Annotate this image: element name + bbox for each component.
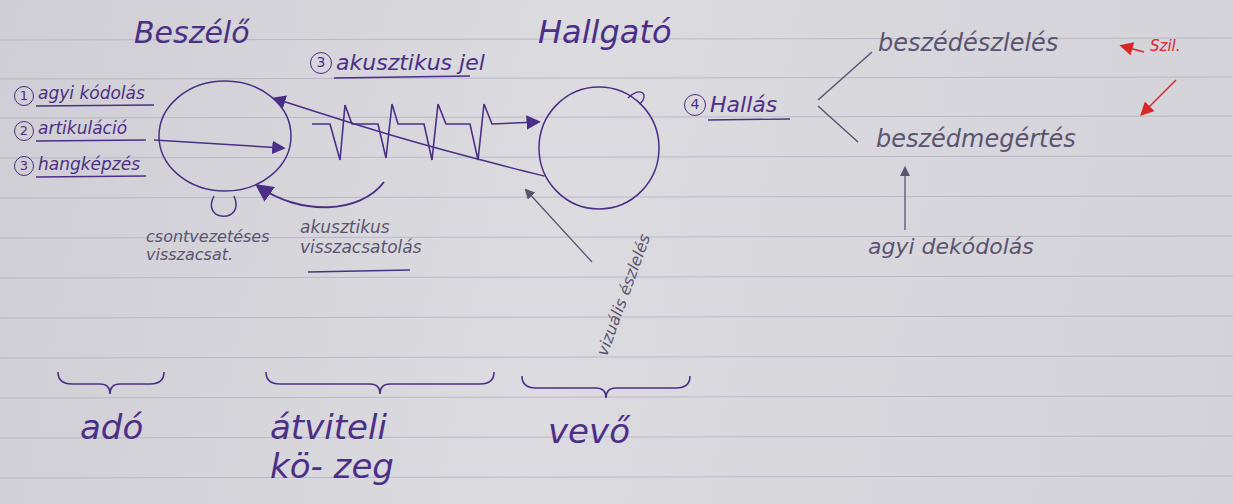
articulation-arrow [154,140,283,148]
underlines [36,76,790,272]
speaker-heading: Hallgató [538,14,672,51]
step-label: Hallás [710,92,777,117]
speaker-heading: Beszélő [134,16,250,51]
speaker-circle: Beszélő [158,80,292,192]
hearing-branches [818,52,872,142]
step-label: hangképzés [38,155,140,175]
listener-circle: Hallgató [538,86,660,210]
part-name: átviteli kö- zeg [270,408,450,486]
acoustic-signal-wave [312,104,538,160]
ruled-lines [0,38,1233,478]
red-arrow [1142,80,1176,114]
callout-number: 1 [14,86,34,106]
red-arrow [1122,46,1144,52]
feedback-label: csontvezetéses visszacsat. [146,228,296,265]
perception-label: vizuális észlelés [593,232,654,359]
process-label: beszédészlelés [878,30,1058,58]
signal-label: akusztikus jel [336,50,485,75]
acoustic-feedback-arrow [258,182,384,207]
visual-link-line [275,99,545,177]
decoding-arrow [904,168,905,230]
note: Szil. [1150,38,1181,55]
step-label: artikuláció [38,119,127,139]
callout-number: 3 [310,52,332,74]
feedback-label: akusztikus visszacsatolás [300,218,480,257]
callout-number: 4 [684,94,706,116]
callout-number: 3 [14,156,34,176]
bone-conduction-loop [211,196,236,216]
braces [58,372,690,398]
step-label: agyi kódolás [38,84,145,104]
part-name: vevő [548,412,630,451]
visual-perception-arrow [526,190,592,262]
process-label: beszédmegértés [876,126,1076,154]
callout-number: 2 [14,121,34,141]
listener-curl [628,92,644,104]
circle-outline [539,87,659,209]
part-name: adó [80,408,143,447]
circle-outline [158,80,292,192]
circle-outline [159,81,291,191]
process-label: agyi dekódolás [868,234,1034,259]
circle-outline [538,86,660,210]
